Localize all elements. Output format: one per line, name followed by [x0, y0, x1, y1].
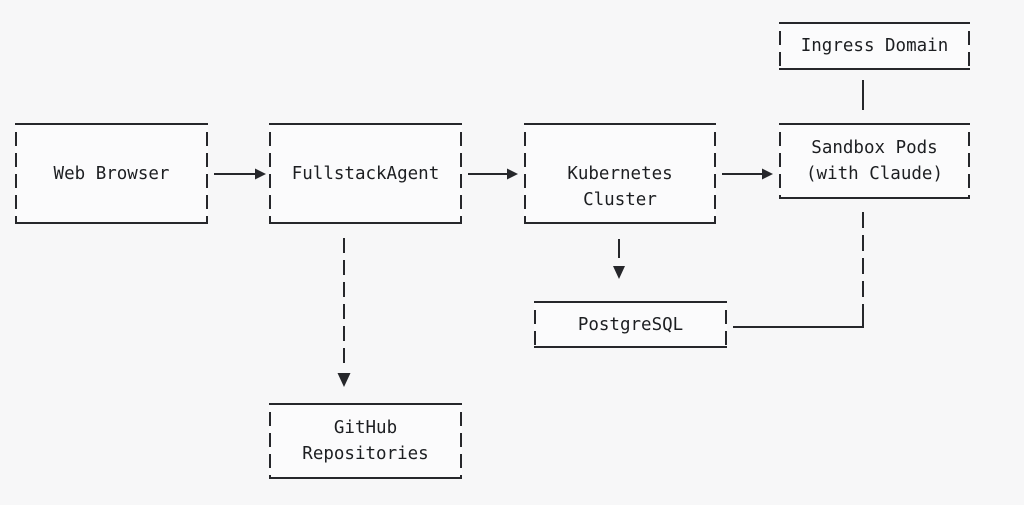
arrowhead-right-icon	[762, 168, 773, 180]
arrowhead-right-icon	[507, 168, 518, 180]
edge-sandboxpods-postgresql	[733, 212, 864, 328]
node-label: Repositories	[302, 444, 429, 464]
node-kubernetes-cluster: Kubernetes Cluster	[524, 123, 716, 224]
edge-kubernetes-sandboxpods	[722, 168, 773, 180]
node-label: Ingress Domain	[800, 36, 949, 56]
node-label: GitHub	[333, 418, 398, 438]
node-label: PostgreSQL	[577, 315, 684, 335]
edge-kubernetes-postgresql	[613, 239, 625, 279]
node-ingress-domain: Ingress Domain	[779, 22, 970, 70]
node-label: Web Browser	[53, 163, 170, 184]
edge-fullstackagent-kubernetes	[468, 168, 518, 180]
node-label: Cluster	[583, 190, 657, 210]
node-sandbox-pods: Sandbox Pods (with Claude)	[779, 123, 970, 199]
node-label: (with Claude)	[806, 164, 943, 184]
node-github-repositories: GitHub Repositories	[269, 403, 462, 479]
edge-fullstackagent-github	[337, 238, 351, 387]
node-postgresql: PostgreSQL	[534, 302, 727, 348]
node-fullstack-agent: FullstackAgent	[269, 123, 462, 224]
edge-webbrowser-fullstackagent	[214, 168, 266, 180]
node-web-browser: Web Browser	[15, 123, 208, 224]
node-label: FullstackAgent	[291, 163, 440, 184]
arrowhead-right-icon	[255, 168, 266, 180]
arrowhead-down-icon	[337, 373, 351, 387]
node-label: Kubernetes	[567, 164, 673, 184]
arrowhead-down-icon	[613, 266, 625, 279]
node-label: Sandbox Pods	[811, 138, 938, 158]
